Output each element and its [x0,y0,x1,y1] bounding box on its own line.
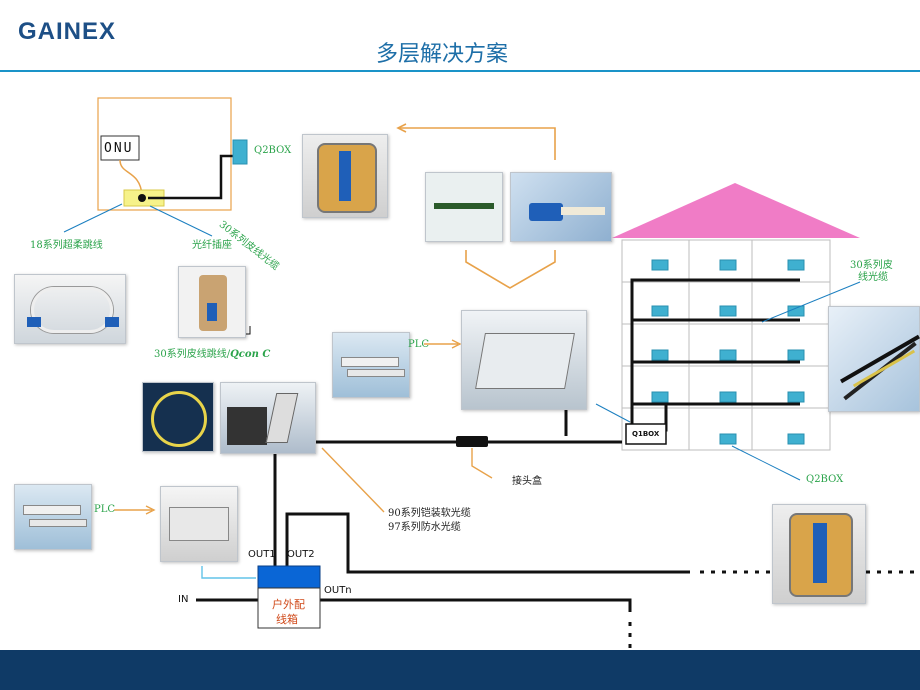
pointer-splice [471,448,493,479]
q2box-top-icon [232,139,248,165]
floor-boxes [651,259,805,445]
outn-cable [320,598,632,612]
series97-label: 97系列防水光缆 [388,522,461,533]
plc-mid-arrowhead [451,339,462,349]
qcon-c-text: Qcon C [230,349,271,360]
cabinet-top [257,565,321,589]
fiber-coil-photo [142,382,214,452]
cabinet-label-2: 线箱 [276,613,298,626]
socket-dot [138,194,146,202]
pointer-q1box [595,403,631,423]
qcon-c-photo [178,266,246,338]
page-title: 多层解决方案 [376,42,509,67]
plc-left-photo [14,484,92,550]
in-label: IN [178,594,189,605]
top-orange-bracket [400,127,556,160]
out2-label: OUT2 [287,549,315,560]
jumper-bracket [246,326,251,335]
pointer-q2box-bottom [731,445,801,481]
plc-left-arrowhead [145,505,156,515]
splitter-box-photo [461,310,587,410]
sc-connector-photo [510,172,612,242]
series30-jumper-label: 30系列皮线跳线/Qcon C [154,345,270,360]
pointer-series18 [63,203,123,233]
building-roof [612,183,860,238]
rack-splitter-photo [160,486,238,562]
plc-mid-photo [332,332,410,398]
socket-label: 光纤插座 [192,240,232,251]
cabinet-label-1: 户外配 [272,598,305,611]
building-riser [630,278,800,432]
building-grid [622,240,830,450]
pointer-series90 [321,447,385,513]
drop-cable-photo [828,306,920,412]
series90-label: 90系列铠装软光缆 [388,508,471,519]
q2box-bottom-photo [772,504,866,604]
top-orange-arrowhead [396,123,407,133]
q1box-frame [625,423,667,445]
cabinet-body [257,587,321,629]
series30-jumper-text: 30系列皮线跳线/ [154,349,231,360]
gainex-logo: GAINEX [18,18,117,45]
series30-right-label-2: 线光缆 [858,272,888,283]
series18-label: 18系列超柔跳线 [30,240,103,251]
cabinet-photo [220,382,316,454]
onu-box [100,135,140,161]
splitter-pointer [201,566,256,579]
q1box-label: Q1BOX [632,430,660,438]
plc-left-label: PLC [94,504,116,515]
room-outline [97,97,232,211]
q2box-bottom-label: Q2BOX [806,474,844,485]
splice-label: 接头盒 [512,476,542,487]
jumper-rail-photo [425,172,503,242]
plc-mid-label: PLC [408,339,430,350]
outn-label: OUTn [324,585,352,596]
pointer-series30-right [761,281,861,323]
q2box-top-label: Q2BOX [254,145,292,156]
mid-orange-v [465,250,556,289]
splice-closure [456,436,488,447]
building-body [621,239,831,451]
out1-label: OUT1 [248,549,276,560]
patch-cord-photo [14,274,126,344]
drop-cable [148,154,235,200]
pointer-socket [149,205,213,237]
footer-bar [0,650,920,690]
series30-right-label-1: 30系列皮 [850,260,893,271]
header-divider [0,70,920,72]
onu-label: ONU [104,141,134,156]
out2-cable [285,512,690,574]
q2box-top-photo [302,134,388,218]
